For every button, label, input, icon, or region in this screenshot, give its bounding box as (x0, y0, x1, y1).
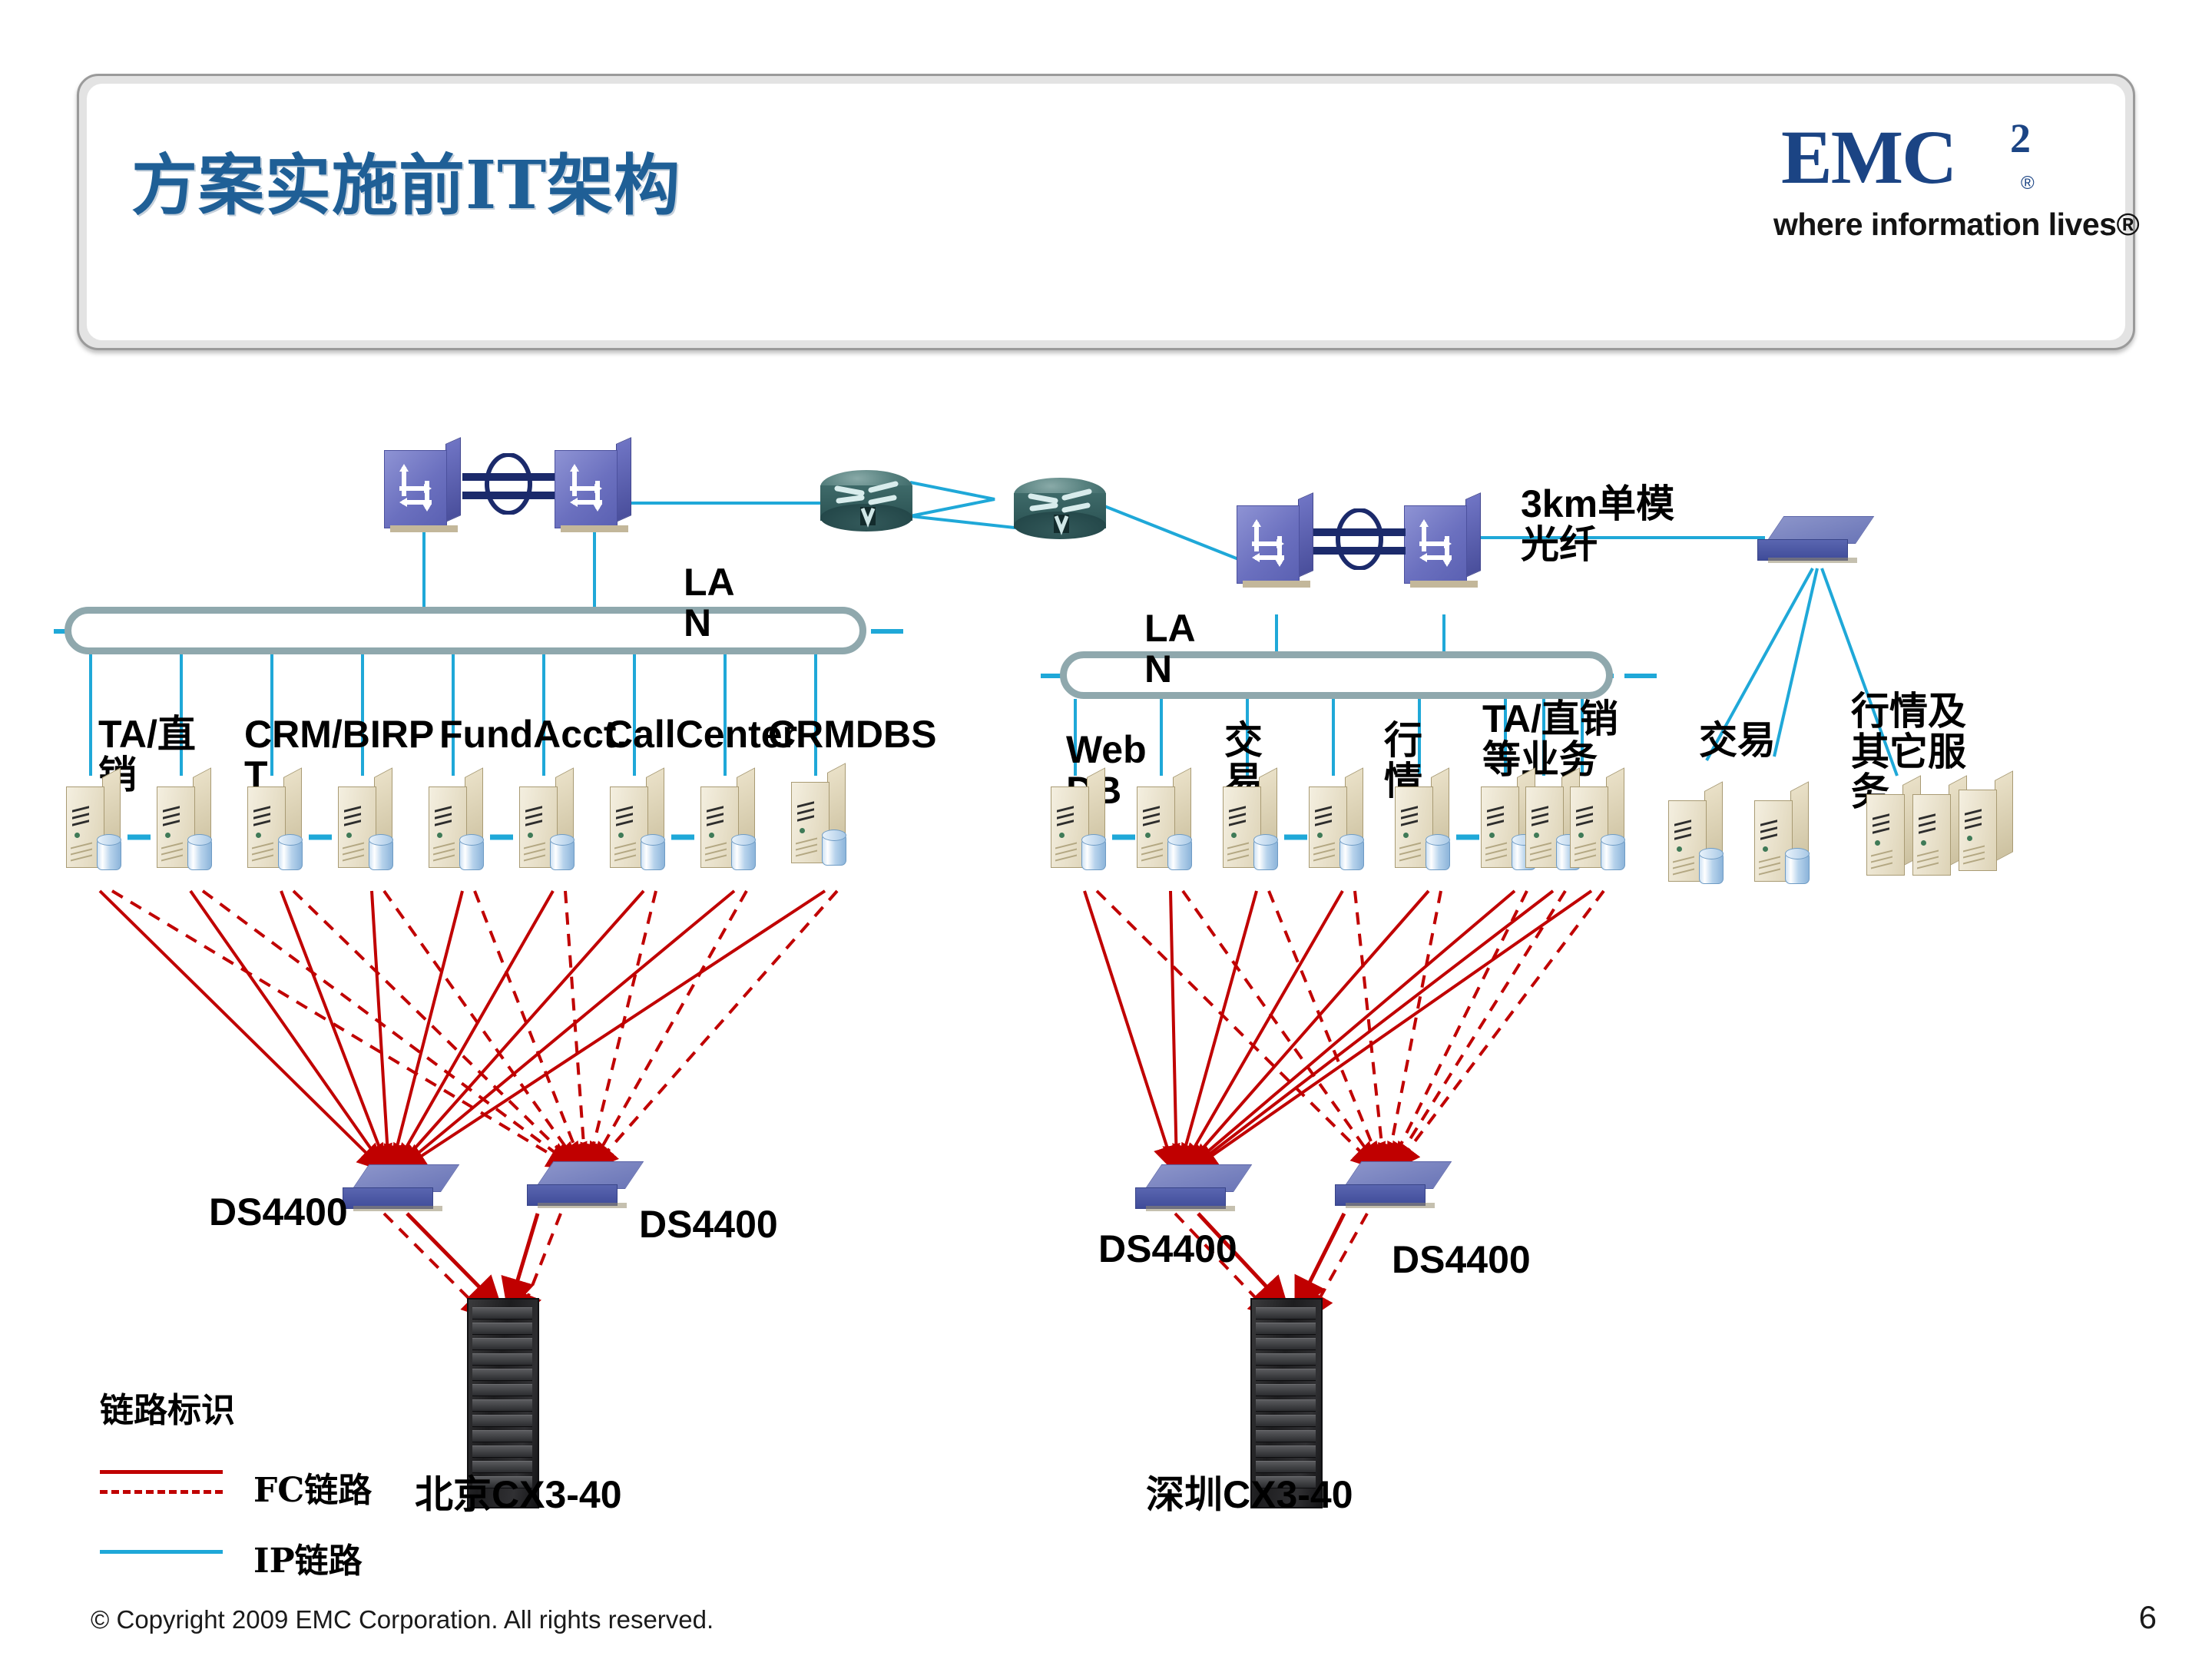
edge-switch-icon[interactable] (1757, 516, 1875, 564)
san-switch-label: DS4400 (209, 1190, 348, 1233)
router-icon[interactable] (820, 470, 912, 535)
server-icon[interactable] (610, 767, 667, 870)
switch-arrows-icon (1419, 519, 1452, 567)
page-title: 方案实施前IT架构 (131, 147, 681, 224)
server-group-label: CallCenter (605, 713, 798, 756)
server-icon[interactable] (157, 767, 214, 870)
router-arrows-icon (834, 481, 899, 528)
san-switch-icon[interactable] (1135, 1164, 1253, 1212)
router-arrows-icon (1028, 488, 1092, 535)
server-group-label: CRMDBS (768, 713, 937, 756)
title-plate-inner: 方案实施前IT架构 EMC 2 ® where information live… (87, 84, 2140, 340)
legend: 链路标识 FC链路 IP链路 (100, 1382, 372, 1599)
copyright-text: © Copyright 2009 EMC Corporation. All ri… (91, 1605, 714, 1634)
switch-arrows-icon (399, 464, 432, 512)
switch-arrows-icon (1252, 519, 1284, 567)
server-icon[interactable] (1309, 767, 1366, 870)
network-switch-icon[interactable] (384, 437, 464, 532)
lan-label-beijing: LA N (684, 561, 735, 644)
server-icon[interactable] (791, 763, 857, 873)
storage-array-label: 北京CX3-40 (415, 1473, 622, 1516)
legend-heading: 链路标识 (100, 1391, 235, 1430)
server-icon[interactable] (1754, 781, 1811, 884)
network-switch-icon[interactable] (1237, 492, 1316, 588)
storage-array-icon[interactable] (1250, 1298, 1323, 1508)
server-icon[interactable] (1866, 775, 1923, 876)
san-switch-icon[interactable] (1335, 1161, 1452, 1209)
fiber-link-label: 3km单模 光纤 (1521, 482, 1675, 566)
legend-item-fc: FC链路 (100, 1458, 372, 1528)
server-icon[interactable] (1137, 767, 1194, 870)
server-icon[interactable] (1051, 767, 1108, 870)
server-group-label: TA/直销 等业务 (1482, 697, 1618, 781)
server-icon[interactable] (1223, 767, 1280, 870)
network-switch-icon[interactable] (555, 437, 634, 532)
server-icon[interactable] (66, 767, 123, 870)
legend-item-ip: IP链路 (100, 1528, 363, 1599)
server-icon[interactable] (700, 767, 757, 870)
san-switch-icon[interactable] (527, 1161, 644, 1209)
emc-logo: EMC 2 ® where information lives® (1767, 113, 2140, 259)
storage-array-icon[interactable] (467, 1298, 539, 1508)
emc-registered-icon: ® (2021, 173, 2035, 194)
ip-solid-line-sample (100, 1550, 223, 1554)
server-icon[interactable] (247, 767, 304, 870)
emc-tagline: where information lives® (1773, 207, 2140, 242)
remote-group-label: 交易 (1699, 719, 1776, 762)
storage-array-label: 深圳CX3-40 (1146, 1473, 1353, 1516)
server-icon[interactable] (1395, 767, 1452, 870)
switch-stack-link-icon (1313, 508, 1406, 570)
legend-item-label: IP链路 (253, 1541, 363, 1581)
emc-superscript: 2 (2010, 115, 2031, 161)
server-icon[interactable] (1668, 781, 1725, 884)
lan-bus-shenzhen (1060, 651, 1613, 699)
switch-arrows-icon (570, 464, 602, 512)
fc-solid-line-sample (100, 1470, 223, 1474)
server-icon[interactable] (338, 767, 395, 870)
san-switch-label: DS4400 (639, 1203, 778, 1246)
server-icon[interactable] (519, 767, 576, 870)
legend-item-label: FC链路 (253, 1471, 373, 1510)
server-icon[interactable] (1570, 767, 1627, 870)
title-plate: 方案实施前IT架构 EMC 2 ® where information live… (77, 74, 2140, 350)
server-group-label: 交 易 (1224, 719, 1263, 803)
page-number: 6 (2138, 1599, 2157, 1635)
emc-wordmark: EMC (1781, 114, 1957, 200)
server-icon[interactable] (429, 767, 485, 870)
san-switch-label: DS4400 (1392, 1238, 1531, 1281)
remote-group-label: 行情及 其它服 务 (1851, 690, 1966, 813)
san-switch-label: DS4400 (1098, 1227, 1237, 1270)
lan-bus-beijing (65, 607, 866, 654)
switch-stack-link-icon (462, 453, 555, 515)
lan-label-shenzhen: LA N (1144, 607, 1196, 690)
server-icon[interactable] (1912, 775, 1969, 876)
server-group-label: FundAcct. (439, 713, 628, 756)
fc-dashed-line-sample (100, 1490, 223, 1494)
san-switch-icon[interactable] (343, 1164, 460, 1212)
network-switch-icon[interactable] (1404, 492, 1484, 588)
server-icon[interactable] (1959, 770, 2025, 880)
router-icon[interactable] (1014, 478, 1106, 542)
